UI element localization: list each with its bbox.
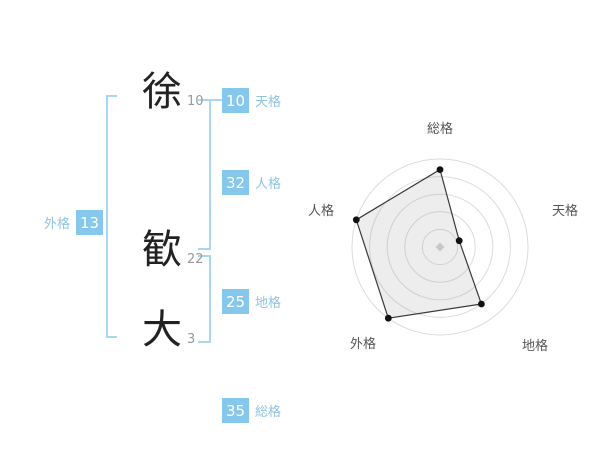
name-character: 大 [142, 307, 182, 353]
soukaku-row: 35 総格 [222, 398, 281, 423]
tenkaku-label: 天格 [255, 95, 282, 110]
radar-point [436, 166, 444, 173]
stroke-count: 3 [187, 332, 196, 347]
radar-area [355, 168, 483, 319]
chikaku-value-badge: 25 [222, 289, 249, 314]
radar-axis-label: 人格 [308, 203, 334, 219]
radar-point [455, 237, 463, 245]
tenkaku-row: 10 天格 [222, 88, 281, 113]
jinkaku-value-badge: 32 [222, 170, 249, 195]
radar-ring [369, 176, 511, 318]
soukaku-label: 総格 [255, 405, 282, 420]
radar-ring [386, 193, 494, 301]
name-character: 徐 [142, 69, 182, 115]
radar-axis-label: 天格 [552, 203, 578, 219]
radar-axis-label: 総格 [427, 121, 453, 137]
tenkaku-value-badge: 10 [222, 88, 249, 113]
jinkaku-bracket [198, 99, 211, 250]
radar-point [384, 314, 392, 322]
stroke-count: 10 [187, 94, 204, 109]
radar-ring [421, 228, 459, 266]
radar-ring [351, 158, 529, 336]
radar-point [352, 216, 360, 224]
gaikaku-bracket [106, 95, 117, 338]
jinkaku-row: 32 人格 [222, 170, 281, 195]
name-character-row: 徐 10 [142, 72, 204, 112]
gaikaku-value-badge: 13 [76, 210, 104, 235]
name-character-row: 歓 22 [142, 230, 204, 270]
radar-axis-label: 地格 [522, 338, 548, 354]
stroke-count: 22 [187, 252, 204, 267]
gaikaku-row: 外格 13 [44, 210, 104, 235]
chikaku-row: 25 地格 [222, 289, 281, 314]
name-character: 歓 [142, 227, 182, 273]
jinkaku-label: 人格 [255, 177, 282, 192]
soukaku-value-badge: 35 [222, 398, 249, 423]
radar-axis-label: 外格 [350, 336, 376, 352]
chikaku-label: 地格 [255, 296, 282, 311]
name-character-row: 大 3 [142, 310, 195, 350]
radar-ring [404, 211, 476, 283]
radar-point [478, 300, 485, 308]
gaikaku-label: 外格 [44, 217, 71, 232]
